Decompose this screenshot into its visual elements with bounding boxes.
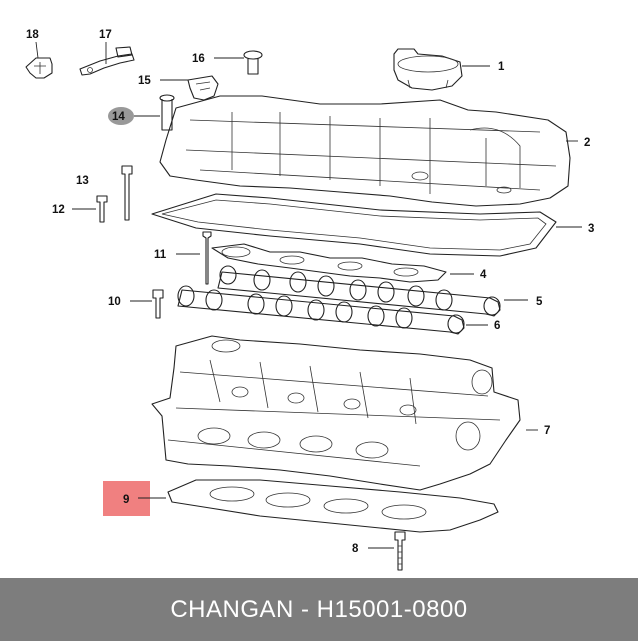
cover-bolt-part [96, 195, 108, 223]
head-bolt-part [202, 231, 212, 285]
callout-label-17: 17 [99, 29, 112, 41]
callout-label-12: 12 [52, 204, 65, 216]
cylinder-head-gasket-part [167, 479, 499, 533]
valve-cover-part [159, 95, 571, 207]
callout-label-18: 18 [26, 29, 39, 41]
bracket-part [79, 46, 135, 76]
sensor-part [187, 75, 219, 101]
small-bolt-part [152, 289, 164, 319]
callout-label-14: 14 [112, 111, 125, 123]
clip-bracket-part [25, 57, 53, 79]
callout-label-4: 4 [480, 269, 487, 281]
dowel-bolt-part [394, 531, 406, 571]
callout-label-1: 1 [498, 61, 505, 73]
cylinder-head-part [151, 335, 521, 491]
callout-label-8: 8 [352, 543, 359, 555]
leader-18 [35, 41, 39, 59]
valve-cover-gasket-part [151, 193, 557, 257]
exhaust-camshaft-part [177, 285, 465, 335]
callout-label-6: 6 [494, 320, 500, 332]
callout-label-5: 5 [536, 296, 543, 308]
callout-label-2: 2 [584, 137, 590, 149]
callout-label-3: 3 [588, 223, 594, 235]
callout-label-9: 9 [123, 494, 129, 506]
callout-label-15: 15 [138, 75, 151, 87]
exploded-parts-diagram: 1 2 3 4 5 6 7 8 9 10 11 12 13 14 15 16 1… [25, 29, 594, 571]
callout-label-10: 10 [108, 296, 121, 308]
oil-filler-cap-part [393, 48, 463, 91]
callout-label-16: 16 [192, 53, 205, 65]
screw-part [243, 50, 263, 75]
callout-14-highlight [108, 107, 134, 125]
intake-camshaft-part [217, 265, 501, 317]
callout-label-7: 7 [544, 425, 550, 437]
callout-9-highlight [103, 481, 150, 516]
stud-part [159, 94, 175, 131]
footer-bar: CHANGAN - H15001-0800 [0, 578, 638, 641]
callout-label-13: 13 [76, 175, 89, 187]
long-bolt-part [121, 165, 133, 221]
spark-plug-well-seal-part [211, 243, 447, 283]
part-number-caption: CHANGAN - H15001-0800 [170, 595, 468, 623]
callout-label-11: 11 [154, 249, 167, 261]
